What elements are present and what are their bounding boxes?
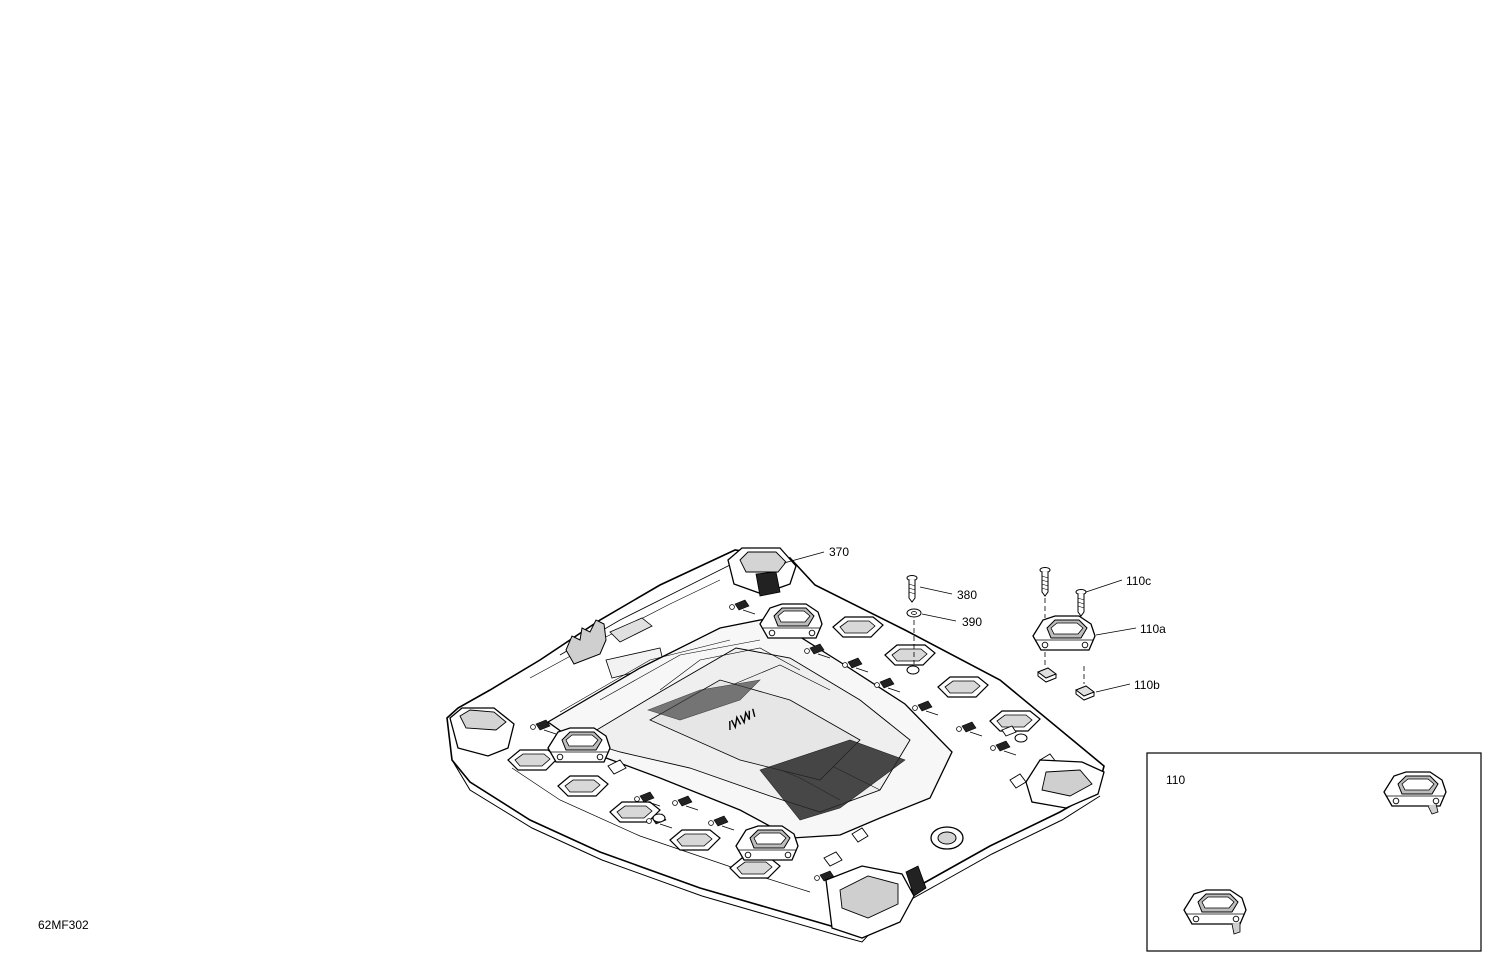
rack-platform: [446, 547, 1105, 943]
inset-label: 110: [1166, 773, 1186, 787]
round-boss: [930, 826, 964, 850]
washer-hole: [652, 813, 666, 823]
screw-380: [906, 575, 918, 603]
washer-hole: [1014, 733, 1028, 743]
callout-380: 380: [957, 588, 978, 602]
detail-inset: [1146, 752, 1482, 952]
anchor-on-rack: [735, 825, 799, 861]
callout-110b: 110b: [1134, 678, 1160, 692]
figure-code: 62MF302: [38, 918, 89, 932]
brand-logo: [729, 708, 756, 731]
rack-lip: [451, 759, 1101, 943]
corner-post-right: [1025, 759, 1105, 809]
side-bracket: [565, 619, 607, 665]
leader-lines: [783, 551, 1137, 693]
corner-post-left: [449, 707, 515, 757]
corner-post-front: [825, 865, 927, 939]
callout-370: 370: [829, 545, 850, 559]
anchor-on-rack: [759, 603, 823, 639]
washer-hole: [906, 665, 920, 675]
inset-anchor-top: [1383, 771, 1447, 815]
washer-390: [906, 608, 922, 618]
corner-post-rear: [727, 547, 797, 597]
callout-390: 390: [962, 615, 983, 629]
screw-110c: [1039, 567, 1087, 617]
callout-110a: 110a: [1140, 622, 1166, 636]
inset-anchor-bottom: [1183, 889, 1247, 935]
anchor-on-rack: [547, 727, 611, 763]
callout-110c: 110c: [1126, 574, 1152, 588]
nut-plate-110b: [1036, 667, 1096, 701]
anchor-110a: [1032, 615, 1096, 651]
